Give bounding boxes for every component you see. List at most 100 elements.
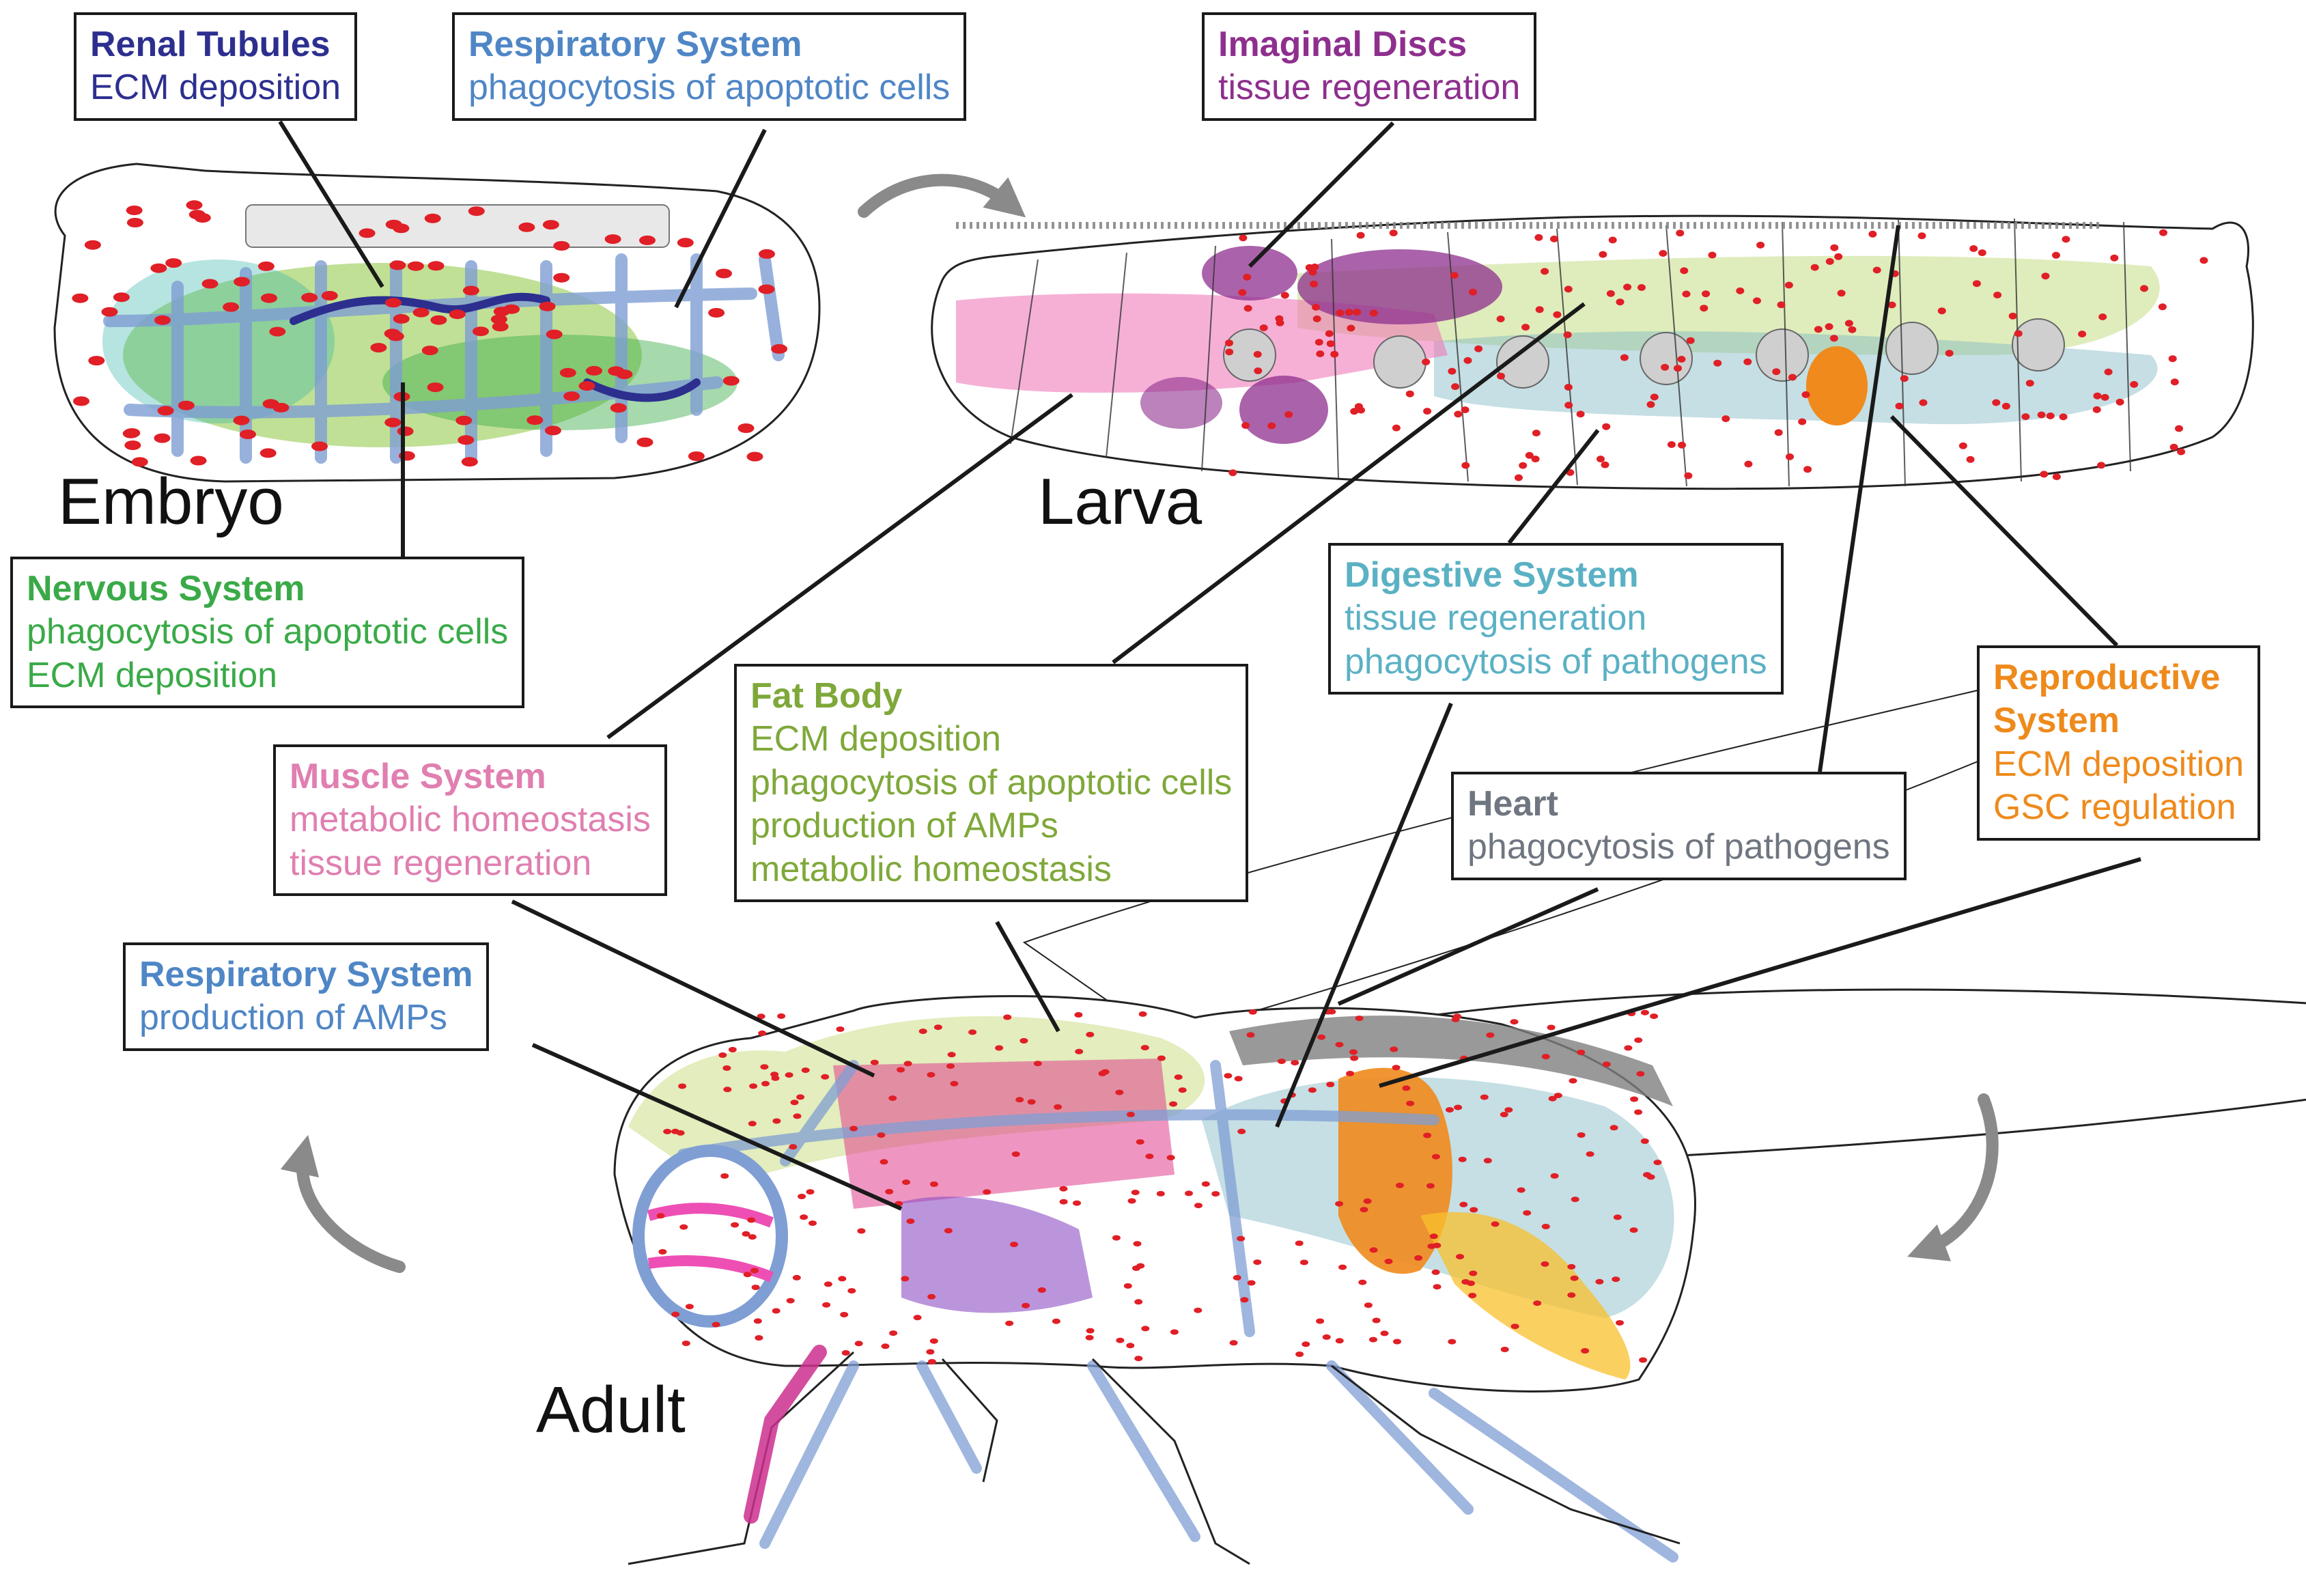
heart-title: Heart bbox=[1467, 784, 1558, 824]
hemocyte-dot bbox=[933, 1024, 942, 1031]
hemocyte-dot bbox=[257, 261, 275, 271]
hemocyte-dot bbox=[1390, 1046, 1398, 1052]
hemocyte-dot bbox=[1325, 330, 1334, 337]
hemocyte-dot bbox=[796, 1094, 805, 1100]
hemocyte-dot bbox=[1830, 244, 1839, 251]
hemocyte-dot bbox=[384, 417, 402, 428]
hemocyte-dot bbox=[1630, 1096, 1639, 1102]
hemocyte-dot bbox=[1496, 316, 1505, 322]
hemocyte-dot bbox=[462, 285, 479, 296]
hemocyte-dot bbox=[1133, 1241, 1142, 1247]
hemocyte-dot bbox=[1567, 1292, 1576, 1298]
hemocyte-dot bbox=[737, 423, 755, 433]
nervous-system-title: Nervous System bbox=[27, 569, 305, 608]
hemocyte-dot bbox=[370, 343, 387, 353]
hemocyte-dot bbox=[1803, 466, 1812, 473]
hemocyte-dot bbox=[751, 1285, 760, 1291]
hemocyte-dot bbox=[559, 367, 576, 378]
hemocyte-dot bbox=[671, 1128, 679, 1134]
hemocyte-dot bbox=[2008, 312, 2017, 320]
hemocyte-dot bbox=[1640, 1138, 1649, 1144]
hemocyte-dot bbox=[792, 1274, 801, 1280]
hemocyte-dot bbox=[1646, 401, 1655, 408]
hemocyte-dot bbox=[113, 292, 130, 303]
hemocyte-dot bbox=[1532, 430, 1541, 437]
hemocyte-dot bbox=[1919, 399, 1928, 406]
hemocyte-dot bbox=[1595, 1278, 1604, 1285]
hemocyte-dot bbox=[150, 263, 167, 273]
hemocyte-dot bbox=[1825, 323, 1833, 331]
hemocyte-dot bbox=[1392, 1065, 1401, 1071]
hemocyte-dot bbox=[881, 1343, 890, 1349]
hemocyte-dot bbox=[154, 433, 171, 443]
hemocyte-dot bbox=[1224, 1073, 1233, 1079]
hemocyte-dot bbox=[1448, 367, 1457, 375]
hemocyte-dot bbox=[1602, 1061, 1611, 1067]
hemocyte-dot bbox=[1829, 335, 1838, 342]
hemocyte-dot bbox=[926, 1349, 935, 1355]
hemocyte-dot bbox=[658, 1249, 667, 1255]
hemocyte-dot bbox=[1350, 408, 1359, 415]
hemocyte-dot bbox=[1713, 359, 1722, 367]
hemocyte-dot bbox=[1243, 273, 1252, 281]
hemocyte-dot bbox=[2021, 413, 2030, 421]
hemocyte-dot bbox=[1384, 1259, 1393, 1264]
hemocyte-dot bbox=[1140, 1045, 1149, 1051]
hemocyte-dot bbox=[1363, 1198, 1372, 1204]
hemocyte-dot bbox=[2037, 411, 2046, 419]
hemocyte-dot bbox=[1469, 288, 1477, 296]
hemocyte-dot bbox=[1895, 402, 1904, 410]
hemocyte-dot bbox=[2059, 413, 2068, 421]
hemocyte-dot bbox=[750, 1268, 759, 1274]
hemocyte-dot bbox=[2041, 272, 2050, 280]
hemocyte-dot bbox=[2014, 330, 2023, 337]
hemocyte-dot bbox=[1448, 1339, 1457, 1345]
hemocyte-dot bbox=[427, 261, 445, 271]
hemocyte-dot bbox=[1468, 1293, 1477, 1298]
hemocyte-dot bbox=[849, 1125, 858, 1132]
hemocyte-dot bbox=[1317, 1034, 1326, 1040]
hemocyte-dot bbox=[165, 258, 182, 268]
hemocyte-dot bbox=[1073, 1200, 1081, 1206]
hemocyte-dot bbox=[72, 293, 89, 303]
lifecycle-arrows bbox=[280, 173, 1999, 1273]
hemocyte-dot bbox=[1541, 1224, 1550, 1229]
fat-body-line-1: ECM deposition bbox=[750, 719, 1002, 759]
hemocyte-dot bbox=[1531, 456, 1540, 463]
hemocyte-dot bbox=[639, 235, 656, 245]
hemocyte-dot bbox=[1784, 281, 1793, 289]
hemocyte-dot bbox=[553, 272, 570, 283]
hemocyte-dot bbox=[389, 260, 406, 270]
hemocyte-dot bbox=[1364, 1302, 1373, 1308]
renal-tubules-line-1: ECM deposition bbox=[90, 68, 341, 108]
hemocyte-dot bbox=[1571, 1196, 1579, 1203]
hemocyte-dot bbox=[358, 228, 376, 238]
hemocyte-dot bbox=[946, 1063, 955, 1069]
hemocyte-dot bbox=[455, 415, 473, 425]
hemocyte-dot bbox=[918, 1028, 927, 1035]
hemocyte-dot bbox=[2097, 462, 2106, 469]
larva-muscles bbox=[956, 293, 1448, 393]
hemocyte-dot bbox=[1917, 232, 1926, 240]
hemocyte-dot bbox=[1405, 390, 1414, 397]
hemocyte-dot bbox=[1446, 1107, 1454, 1113]
hemocyte-dot bbox=[1134, 1356, 1143, 1362]
hemocyte-dot bbox=[234, 277, 251, 287]
respiratory-embryo-box: Respiratory System phagocytosis of apopt… bbox=[452, 12, 967, 121]
hemocyte-dot bbox=[1525, 451, 1534, 459]
hemocyte-dot bbox=[544, 425, 561, 436]
hemocyte-dot bbox=[1234, 1076, 1243, 1082]
hemocyte-dot bbox=[1650, 1013, 1659, 1020]
hemocyte-dot bbox=[897, 1067, 905, 1073]
hemocyte-dot bbox=[1085, 1334, 1094, 1341]
hemocyte-dot bbox=[1640, 1009, 1649, 1016]
hemocyte-dot bbox=[1312, 303, 1321, 311]
larva-fat-body bbox=[1297, 255, 2160, 355]
hemocyte-dot bbox=[1623, 283, 1632, 291]
hemocyte-dot bbox=[1131, 1190, 1140, 1196]
hemocyte-dot bbox=[490, 314, 507, 324]
hemocyte-dot bbox=[1678, 441, 1686, 449]
hemocyte-dot bbox=[1372, 1317, 1381, 1324]
hemocyte-dot bbox=[1504, 1107, 1513, 1113]
hemocyte-dot bbox=[1609, 1125, 1618, 1131]
